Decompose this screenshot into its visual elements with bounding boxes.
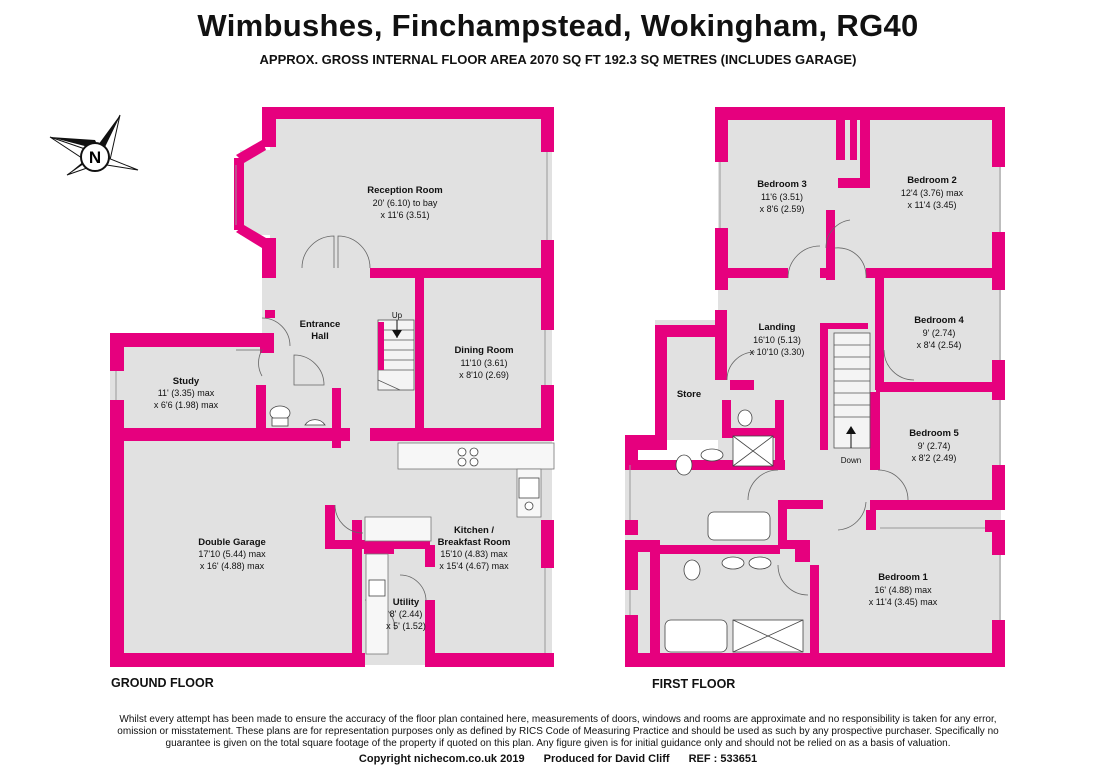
bedroom-1-dim1: 16' (4.88) max bbox=[874, 585, 932, 595]
dining-room-name: Dining Room bbox=[454, 345, 513, 356]
study-dim2: x 6'6 (1.98) max bbox=[154, 400, 219, 410]
bedroom-4-name: Bedroom 4 bbox=[914, 315, 964, 326]
utility-dim2: x 5' (1.52) bbox=[386, 621, 426, 631]
ground-floor-label: GROUND FLOOR bbox=[111, 676, 214, 690]
utility-name: Utility bbox=[393, 597, 420, 608]
bedroom-5-dim1: 9' (2.74) bbox=[918, 441, 951, 451]
landing-dim1: 16'10 (5.13) bbox=[753, 335, 801, 345]
bedroom-2-name: Bedroom 2 bbox=[907, 175, 957, 186]
bedroom-1-dim2: x 11'4 (3.45) max bbox=[869, 597, 938, 607]
stairs-down-label: Down bbox=[841, 456, 861, 465]
double-garage-dim2: x 16' (4.88) max bbox=[200, 561, 265, 571]
study-dim1: 11' (3.35) max bbox=[158, 388, 215, 398]
compass-letter: N bbox=[89, 148, 101, 167]
first-floor-plan bbox=[625, 107, 1005, 667]
compass-icon: N bbox=[49, 114, 139, 176]
store-name: Store bbox=[677, 389, 701, 400]
landing-name: Landing bbox=[759, 322, 796, 333]
bedroom-2-dim1: 12'4 (3.76) max bbox=[901, 188, 964, 198]
bedroom-5-name: Bedroom 5 bbox=[909, 428, 959, 439]
bedroom-4-dim1: 9' (2.74) bbox=[923, 328, 956, 338]
kitchen-dim2: x 15'4 (4.67) max bbox=[439, 561, 509, 571]
reception-room-name: Reception Room bbox=[367, 185, 442, 196]
entrance-hall-name-1: Entrance bbox=[300, 319, 341, 330]
landing-dim2: x 10'10 (3.30) bbox=[750, 347, 805, 357]
footer-reference: REF : 533651 bbox=[688, 753, 758, 765]
floor-area-subtitle: APPROX. GROSS INTERNAL FLOOR AREA 2070 S… bbox=[259, 52, 857, 67]
disclaimer-text: Whilst every attempt has been made to en… bbox=[117, 714, 999, 749]
stairs-up-label: Up bbox=[392, 311, 403, 320]
ground-floor-plan bbox=[110, 107, 555, 667]
reception-room-dim2: x 11'6 (3.51) bbox=[380, 210, 429, 220]
page-title: Wimbushes, Finchampstead, Wokingham, RG4… bbox=[197, 8, 919, 43]
first-floor-label: FIRST FLOOR bbox=[652, 677, 736, 691]
footer-produced-for: Produced for David Cliff bbox=[543, 753, 670, 765]
double-garage-dim1: 17'10 (5.44) max bbox=[198, 549, 266, 559]
bedroom-5-dim2: x 8'2 (2.49) bbox=[912, 453, 957, 463]
utility-dim1: 8' (2.44) bbox=[390, 609, 423, 619]
dining-room-dim1: 11'10 (3.61) bbox=[460, 358, 507, 368]
study-name: Study bbox=[173, 376, 200, 387]
bedroom-3-dim2: x 8'6 (2.59) bbox=[760, 204, 805, 214]
double-garage-name: Double Garage bbox=[198, 537, 266, 548]
bedroom-1-name: Bedroom 1 bbox=[878, 572, 928, 583]
entrance-hall-name-2: Hall bbox=[311, 331, 328, 342]
bedroom-4-dim2: x 8'4 (2.54) bbox=[917, 340, 962, 350]
footer-copyright: Copyright nichecom.co.uk 2019 bbox=[358, 753, 525, 765]
reception-room-dim1: 20' (6.10) to bay bbox=[373, 198, 438, 208]
kitchen-name-2: Breakfast Room bbox=[438, 537, 511, 548]
footer: Copyright nichecom.co.uk 2019 Produced f… bbox=[0, 753, 1116, 765]
kitchen-name-1: Kitchen / bbox=[454, 525, 494, 536]
kitchen-dim1: 15'10 (4.83) max bbox=[440, 549, 508, 559]
bedroom-2-dim2: x 11'4 (3.45) bbox=[907, 200, 956, 210]
dining-room-dim2: x 8'10 (2.69) bbox=[459, 370, 509, 380]
bedroom-3-dim1: 11'6 (3.51) bbox=[761, 192, 803, 202]
bedroom-3-name: Bedroom 3 bbox=[757, 179, 807, 190]
